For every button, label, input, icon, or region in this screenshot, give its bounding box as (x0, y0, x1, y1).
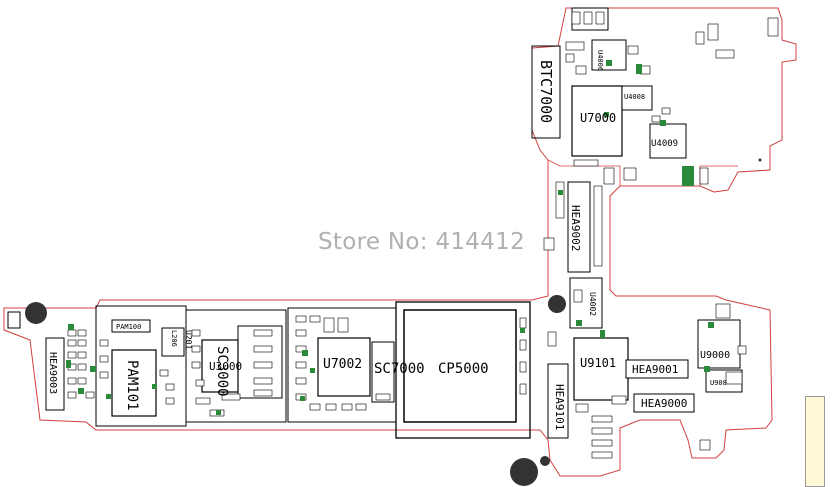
component-hea9000 (633, 393, 695, 413)
label-u201: U201 (184, 330, 193, 349)
label-btc7000: BTC7000 (537, 60, 555, 123)
board-outline (3, 7, 797, 477)
label-hea9101: HEA9101 (553, 384, 566, 430)
store-watermark: Store No: 414412 (318, 229, 526, 255)
component (7, 311, 21, 329)
connector-hea9003 (45, 337, 65, 411)
component (161, 327, 185, 357)
label-u3000: U3000 (209, 360, 242, 373)
label-sc3000: SC3000 (214, 346, 230, 397)
silkscreen-btc7000-box (531, 45, 561, 139)
label-hea9001: HEA9001 (632, 363, 678, 376)
pad-cluster-left (67, 329, 273, 417)
mount-hole (25, 302, 47, 324)
label-u9000: U9000 (700, 350, 730, 361)
pad-cluster-upper (543, 11, 779, 267)
component-sc3000 (237, 325, 283, 399)
via-dot (758, 158, 762, 162)
connector-hea9002 (567, 181, 591, 273)
green-pads-left (66, 324, 221, 415)
label-pam100: PAM100 (116, 323, 141, 331)
component-u7002 (317, 337, 371, 397)
mount-hole (540, 456, 550, 466)
label-sc7000: SC7000 (374, 361, 425, 377)
label-l206: L206 (170, 330, 178, 347)
pad-cluster-center (295, 315, 527, 411)
component (111, 319, 151, 333)
label-u908: U908 (710, 379, 727, 387)
label-u9101: U9101 (580, 356, 616, 370)
shield-frame-u9101 (573, 337, 629, 401)
shield-frame-upper (571, 85, 623, 157)
green-pads-center (300, 328, 525, 401)
label-pam101: PAM101 (124, 360, 140, 411)
component-pam101 (111, 349, 157, 417)
label-cp5000: CP5000 (438, 361, 489, 377)
label-u4008: U4008 (624, 93, 645, 101)
component (621, 85, 653, 111)
mount-hole (548, 295, 566, 313)
label-u7000: U7000 (580, 111, 616, 125)
component-cp5000 (403, 309, 517, 423)
label-u4002: U4002 (588, 292, 597, 316)
label-u7002: U7002 (323, 357, 362, 372)
green-pads-upper (558, 60, 694, 195)
label-hea9000: HEA9000 (641, 397, 687, 410)
component (371, 341, 395, 403)
mount-hole (510, 458, 538, 486)
label-u4009: U4009 (651, 139, 678, 149)
label-u4006: U4006 (596, 50, 604, 71)
side-tab-strip (805, 396, 825, 487)
pad-cluster-lower (547, 289, 747, 459)
label-hea9003: HEA9003 (47, 352, 58, 394)
shield-frame-cp (395, 301, 531, 439)
green-pads-lower (576, 320, 714, 372)
component (591, 39, 627, 71)
shield-frame-mid (185, 309, 287, 423)
component-hea9001 (625, 359, 689, 379)
label-hea9002: HEA9002 (569, 205, 582, 251)
component-u9000 (697, 319, 741, 369)
component (569, 277, 603, 329)
component-u4009 (649, 123, 687, 159)
connector-hea9101 (547, 363, 569, 439)
